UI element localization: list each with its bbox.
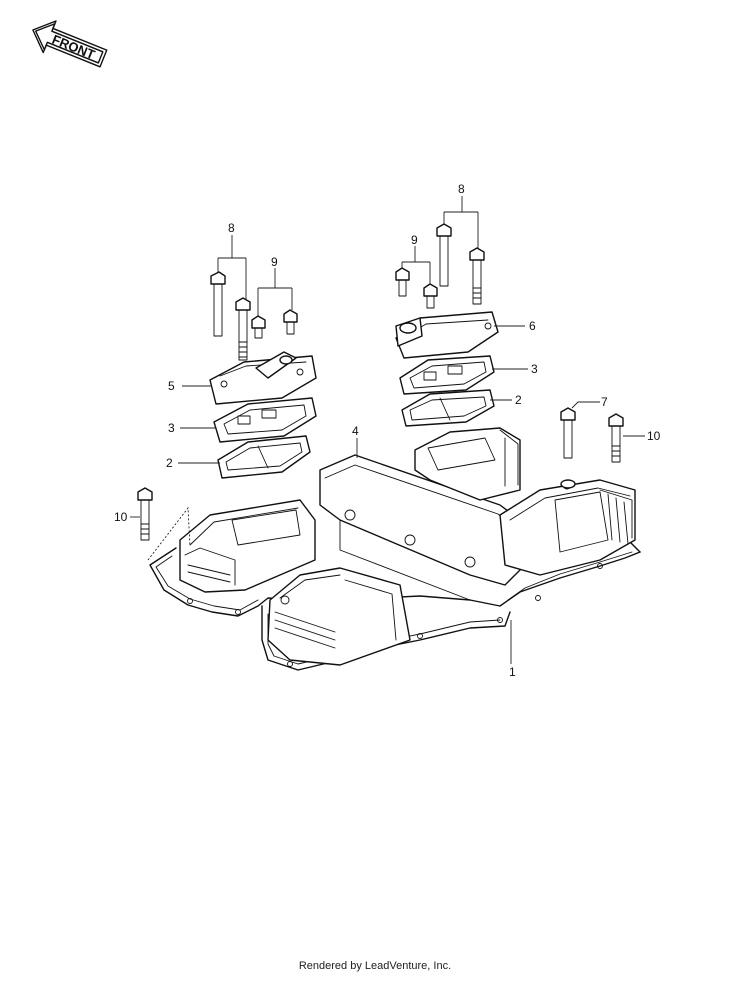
part-8-bolt-right-a	[436, 223, 452, 287]
part-2-gasket-left	[217, 435, 311, 479]
part-10-bolt-left	[137, 487, 153, 541]
leader-lines	[130, 196, 645, 664]
callout-labels: 1 2 2 3 3 4 5 6 7 8 8 9 9 10 10	[114, 182, 661, 679]
callout-10-left: 10	[114, 510, 128, 524]
callout-2-right: 2	[515, 393, 522, 407]
part-9-bolt-right-a	[395, 267, 410, 297]
part-10-bolt-right	[608, 413, 624, 463]
callout-8-right: 8	[458, 182, 465, 196]
callout-1: 1	[509, 665, 516, 679]
part-7-bolt	[560, 407, 576, 489]
part-9-bolt-left-a	[251, 315, 266, 339]
part-5-reed-valve-cover-left	[209, 351, 317, 405]
part-2-gasket-right	[401, 389, 495, 427]
callout-3-left: 3	[168, 421, 175, 435]
part-6-reed-valve-cover-right	[395, 311, 499, 359]
callout-3-right: 3	[531, 362, 538, 376]
callout-7: 7	[601, 395, 608, 409]
part-3-plate-right	[399, 355, 495, 395]
footer-credit: Rendered by LeadVenture, Inc.	[298, 960, 452, 972]
callout-5: 5	[168, 379, 175, 393]
part-8-bolt-left-a	[210, 271, 226, 337]
callout-6: 6	[529, 319, 536, 333]
front-arrow-icon: FRONT	[32, 20, 108, 68]
part-9-bolt-left-b	[283, 309, 298, 335]
callout-2-left: 2	[166, 456, 173, 470]
callout-4: 4	[352, 424, 359, 438]
callout-9-left: 9	[271, 255, 278, 269]
callout-10-right: 10	[647, 429, 661, 443]
part-3-plate-left	[213, 397, 317, 443]
part-8-bolt-right-b	[469, 247, 485, 305]
part-8-bolt-left-b	[235, 297, 251, 361]
callout-9-right: 9	[411, 233, 418, 247]
part-4-cylinder-head-cover	[179, 427, 636, 666]
part-9-bolt-right-b	[423, 283, 438, 309]
callout-8-left: 8	[228, 221, 235, 235]
